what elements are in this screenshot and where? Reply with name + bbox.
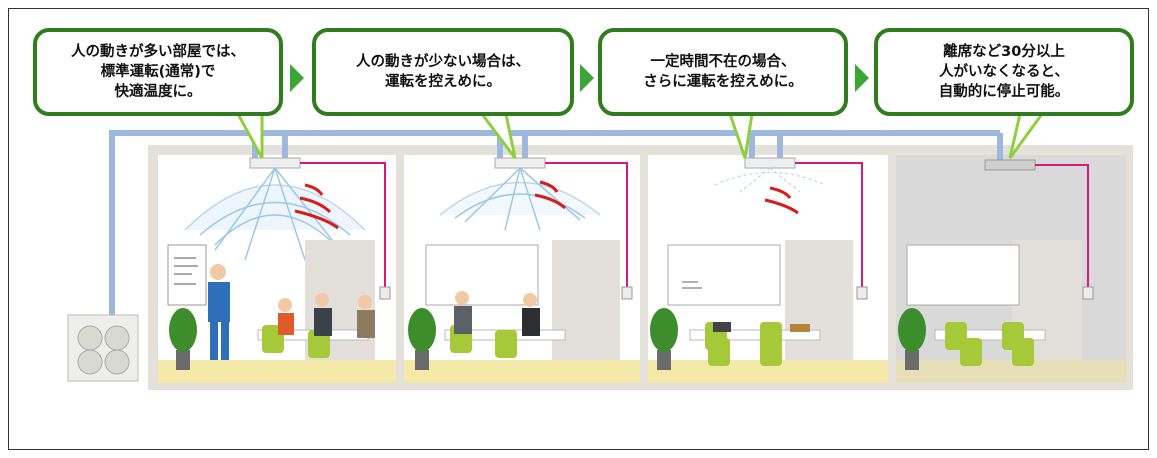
bubble-tail [235,112,1045,159]
refrigerant-pipe [109,130,1003,325]
callout-2-text: 人の動きが少ない場合は、 運転を控えめに。 [312,28,574,116]
step-arrow-icon [855,64,869,92]
books-icon [790,324,810,332]
callout-4: 離席など30分以上 人がいなくなると、 自動的に停止可能。 [874,28,1134,148]
floor-4 [896,360,1126,383]
motion-sensor-icon [294,180,799,230]
flip-chart [167,244,207,306]
whiteboard-icon [425,244,1020,306]
callout-3-text: 一定時間不在の場合、 さらに運転を控えめに。 [598,28,848,116]
callout-1: 人の動きが多い部屋では、 標準運転(通常)で 快適温度に。 [33,28,283,148]
floor-1 [158,360,396,383]
callout-2: 人の動きが少ない場合は、 運転を控えめに。 [312,28,574,148]
callout-1-text: 人の動きが多い部屋では、 標準運転(通常)で 快適温度に。 [33,28,283,116]
person-icon [208,264,540,360]
floor-2 [404,360,640,383]
step-arrow-icon [290,64,304,92]
floor-3 [648,360,888,383]
step-arrow-icon [580,64,594,92]
flip-chart-scribble [174,257,198,285]
laptop-icon [713,322,731,332]
airflow-medium [439,167,601,231]
callout-4-text: 離席など30分以上 人がいなくなると、 自動的に停止可能。 [874,28,1134,116]
wall-switch [379,286,1094,300]
airflow-low [714,167,826,193]
callout-3: 一定時間不在の場合、 さらに運転を控えめに。 [598,28,848,148]
sensor-wire [300,162,1089,288]
whiteboard-scribble [682,281,702,289]
plant-icon [169,308,926,370]
outdoor-unit-icon [67,314,139,382]
